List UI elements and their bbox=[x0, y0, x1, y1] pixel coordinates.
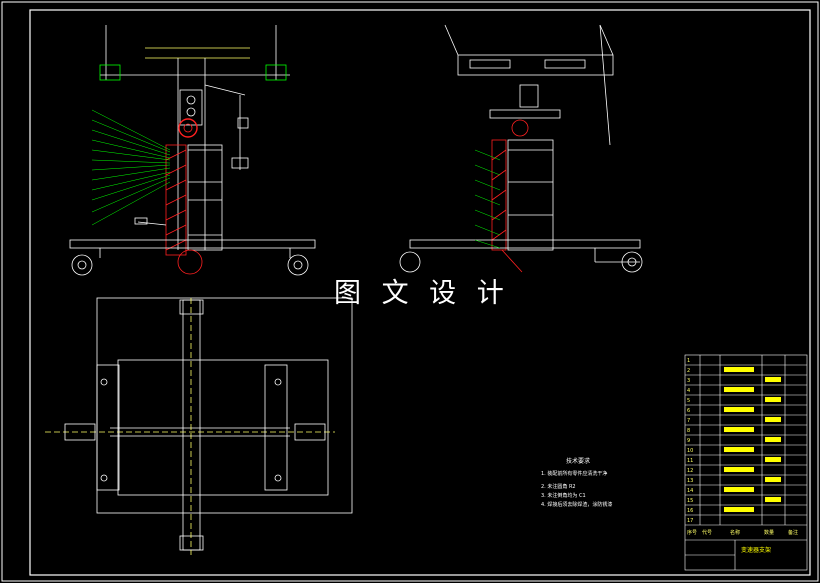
title-block-row-number: 3 bbox=[687, 378, 691, 384]
title-block-row-number: 4 bbox=[687, 388, 691, 394]
watermark-text: 图 文 设 计 bbox=[334, 278, 510, 309]
title-block bbox=[684, 354, 808, 571]
front-view bbox=[69, 25, 316, 276]
tech-note: 3. 未注倒角均为 C1 bbox=[541, 493, 586, 499]
drawing-name: 变速器支架 bbox=[741, 547, 772, 554]
title-block-row-number: 7 bbox=[687, 418, 691, 424]
title-block-row-number: 16 bbox=[687, 508, 694, 514]
title-block-header: 数量 bbox=[764, 530, 775, 536]
inner-frame bbox=[29, 9, 811, 576]
title-block-row-number: 8 bbox=[687, 428, 691, 434]
top-view bbox=[45, 297, 353, 555]
title-block-row-number: 13 bbox=[687, 478, 694, 484]
tech-note: 2. 未注圆角 R2 bbox=[541, 484, 576, 490]
title-block-row-number: 6 bbox=[687, 408, 691, 414]
title-block-row-number: 9 bbox=[687, 438, 691, 444]
title-block-header: 名称 bbox=[730, 530, 741, 536]
title-block-row-number: 12 bbox=[687, 468, 694, 474]
side-view bbox=[399, 24, 643, 273]
title-block-header: 代号 bbox=[702, 530, 713, 536]
title-block-row-number: 14 bbox=[687, 488, 694, 494]
tech-note: 4. 焊接后须去除焊渣，涂防锈漆 bbox=[541, 502, 613, 508]
title-block-header: 备注 bbox=[788, 530, 799, 536]
title-block-header: 序号 bbox=[687, 530, 698, 536]
title-block-row-number: 17 bbox=[687, 518, 694, 524]
title-block-row-number: 15 bbox=[687, 498, 694, 504]
title-block-marks bbox=[724, 367, 781, 512]
title-block-row-number: 5 bbox=[687, 398, 691, 404]
title-block-row-number: 1 bbox=[687, 358, 691, 364]
title-block-row-number: 11 bbox=[687, 458, 694, 464]
title-block-row-number: 10 bbox=[687, 448, 694, 454]
title-block-row-number: 2 bbox=[687, 368, 691, 374]
tech-note: 1. 装配前所有零件应清洗干净 bbox=[541, 471, 608, 477]
tech-requirements-title: 技术要求 bbox=[566, 458, 591, 465]
